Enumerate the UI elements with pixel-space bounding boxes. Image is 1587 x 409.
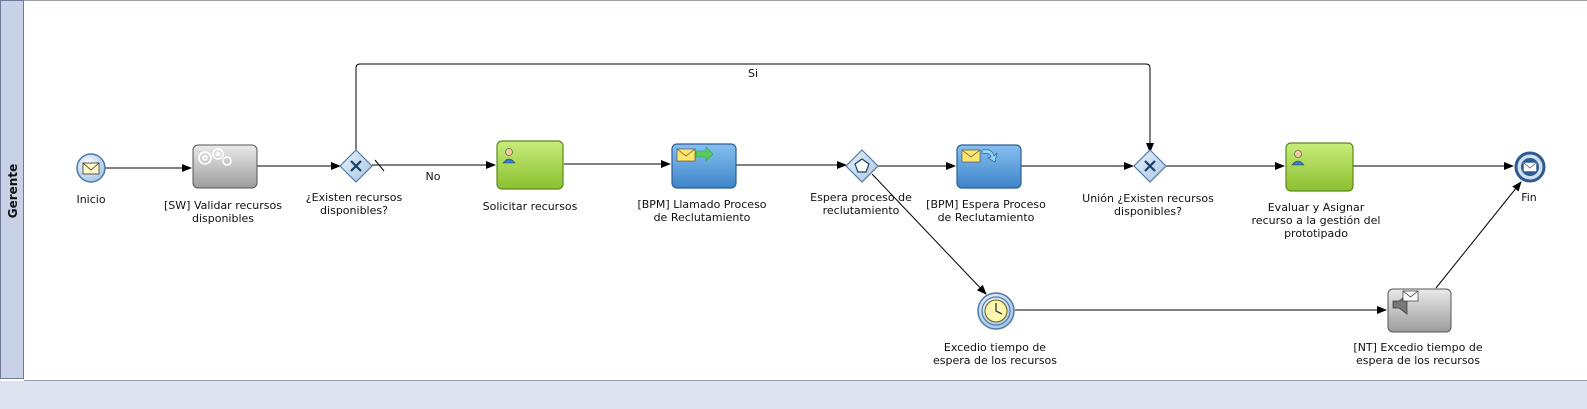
x-icon bbox=[1144, 160, 1156, 172]
task-notify-label: [NT] Excedio tiempo de espera de los rec… bbox=[1353, 341, 1483, 367]
gateway-exists-label: ¿Existen recursos disponibles? bbox=[305, 191, 403, 217]
gateway-join-label: Unión ¿Existen recursos disponibles? bbox=[1082, 192, 1214, 218]
lane-body bbox=[24, 0, 1587, 381]
flow-yes bbox=[355, 63, 1154, 153]
flow-no-label: No bbox=[425, 170, 441, 183]
sequence-flows bbox=[105, 63, 1522, 314]
task-validate-label: [SW] Validar recursos disponibles bbox=[164, 199, 282, 225]
gears-icon bbox=[198, 148, 232, 166]
task-request-resources[interactable] bbox=[496, 140, 564, 190]
task-call-label: [BPM] Llamado Proceso de Reclutamiento bbox=[637, 198, 767, 224]
end-event[interactable] bbox=[1514, 151, 1546, 183]
task-call-recruitment[interactable] bbox=[671, 143, 737, 189]
envelope-icon bbox=[82, 162, 100, 175]
timer-event[interactable] bbox=[977, 292, 1015, 330]
lane-header: Gerente bbox=[0, 0, 24, 379]
pentagon-icon bbox=[854, 158, 870, 173]
task-assign-resource[interactable] bbox=[1285, 142, 1354, 192]
start-event-label: Inicio bbox=[76, 193, 106, 206]
event-gateway-label: Espera proceso de reclutamiento bbox=[810, 191, 912, 217]
task-request-label: Solicitar recursos bbox=[482, 200, 578, 213]
end-event-label: Fin bbox=[1521, 191, 1537, 204]
start-event[interactable] bbox=[76, 153, 106, 183]
receive-message-icon bbox=[961, 149, 998, 163]
gateway-join[interactable] bbox=[1133, 149, 1167, 183]
task-wait-recruitment[interactable] bbox=[956, 144, 1022, 189]
flow-eventgw-timer bbox=[871, 173, 987, 295]
flow-yes-label: Si bbox=[747, 67, 759, 80]
flow-notify-end bbox=[1435, 181, 1522, 289]
x-icon bbox=[350, 160, 362, 172]
task-assign-label: Evaluar y Asignar recurso a la gestión d… bbox=[1251, 201, 1381, 240]
user-icon bbox=[502, 148, 516, 164]
envelope-icon bbox=[1523, 162, 1537, 172]
task-validate[interactable] bbox=[192, 144, 258, 189]
task-notify-timeout[interactable] bbox=[1387, 288, 1452, 333]
task-wait-label: [BPM] Espera Proceso de Reclutamiento bbox=[926, 198, 1046, 224]
user-icon bbox=[1291, 150, 1305, 166]
notification-icon bbox=[1392, 290, 1419, 315]
bottom-scroll-strip bbox=[0, 381, 1587, 409]
clock-icon bbox=[984, 299, 1008, 323]
event-gateway[interactable] bbox=[845, 149, 879, 183]
timer-event-label: Excedio tiempo de espera de los recursos bbox=[932, 341, 1058, 367]
send-message-icon bbox=[676, 146, 714, 162]
default-flow-slash bbox=[374, 159, 385, 172]
gateway-exists-resources[interactable] bbox=[339, 149, 373, 183]
